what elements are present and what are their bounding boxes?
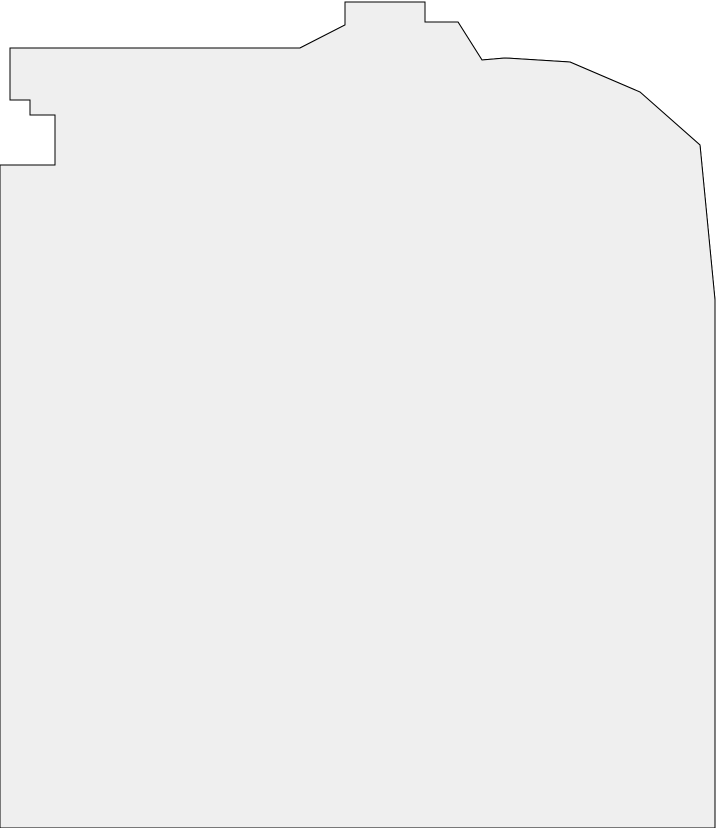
floor-plan-map[interactable] bbox=[0, 0, 717, 828]
